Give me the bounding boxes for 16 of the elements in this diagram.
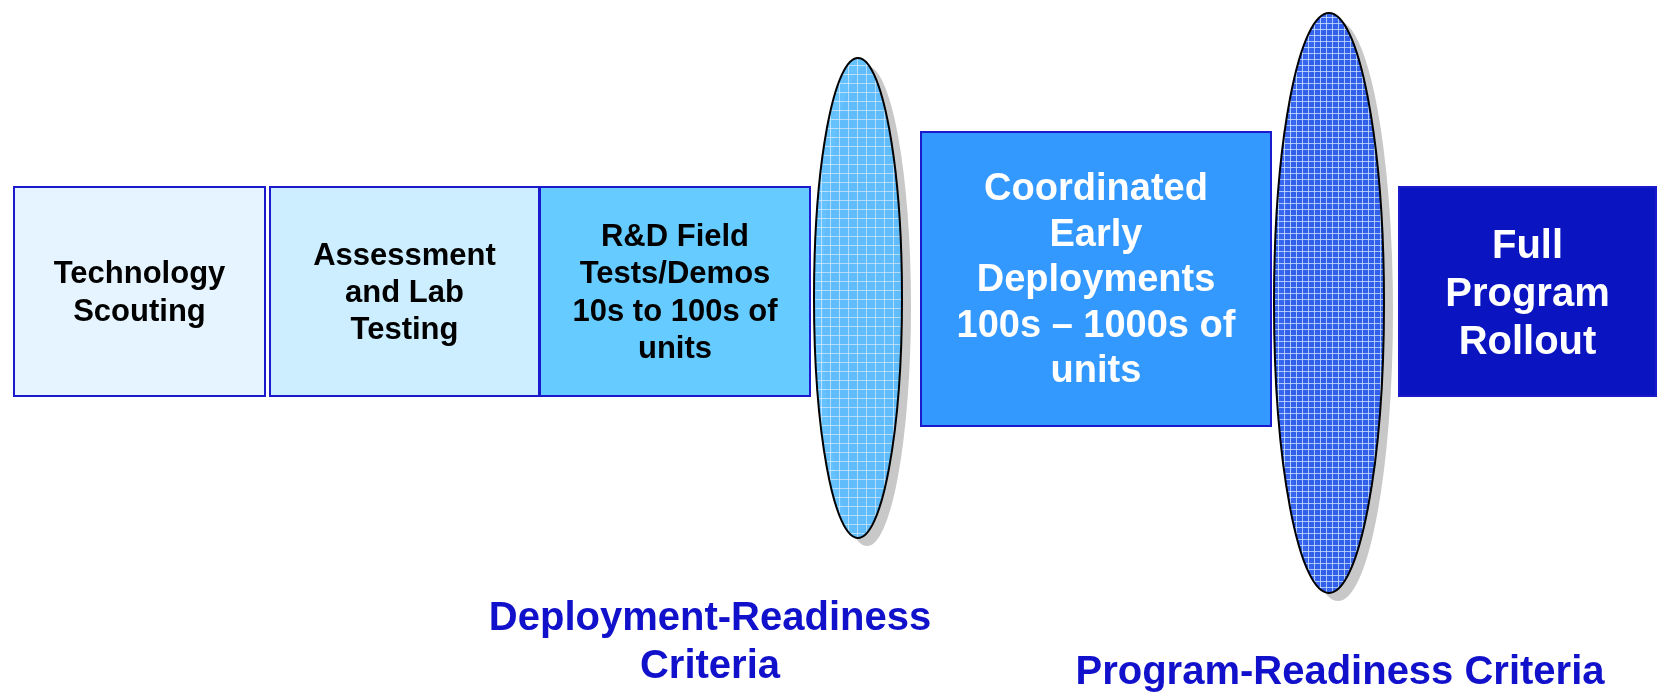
stage-box [1398, 186, 1657, 397]
gate-caption: Deployment-Readiness Criteria [487, 593, 933, 688]
stage-box [269, 186, 540, 397]
stage-box [539, 186, 811, 397]
stage-box [13, 186, 266, 397]
stage-label: Coordinated Early Deployments [975, 165, 1217, 302]
gate-ellipse [812, 56, 912, 548]
stage-label: 10s to 100s of units [571, 291, 779, 366]
stage-label: Technology Scouting [52, 254, 227, 329]
gate-caption: Program-Readiness Criteria [1074, 647, 1606, 694]
stage-label: Full Program Rollout [1444, 220, 1611, 364]
stage-label: 100s – 1000s of units [955, 301, 1237, 393]
gate-ellipse [1272, 11, 1394, 603]
stage-box [920, 131, 1272, 427]
stage-label: Assessment and Lab Testing [312, 235, 497, 348]
stage-label: R&D Field Tests/Demos [578, 217, 772, 292]
